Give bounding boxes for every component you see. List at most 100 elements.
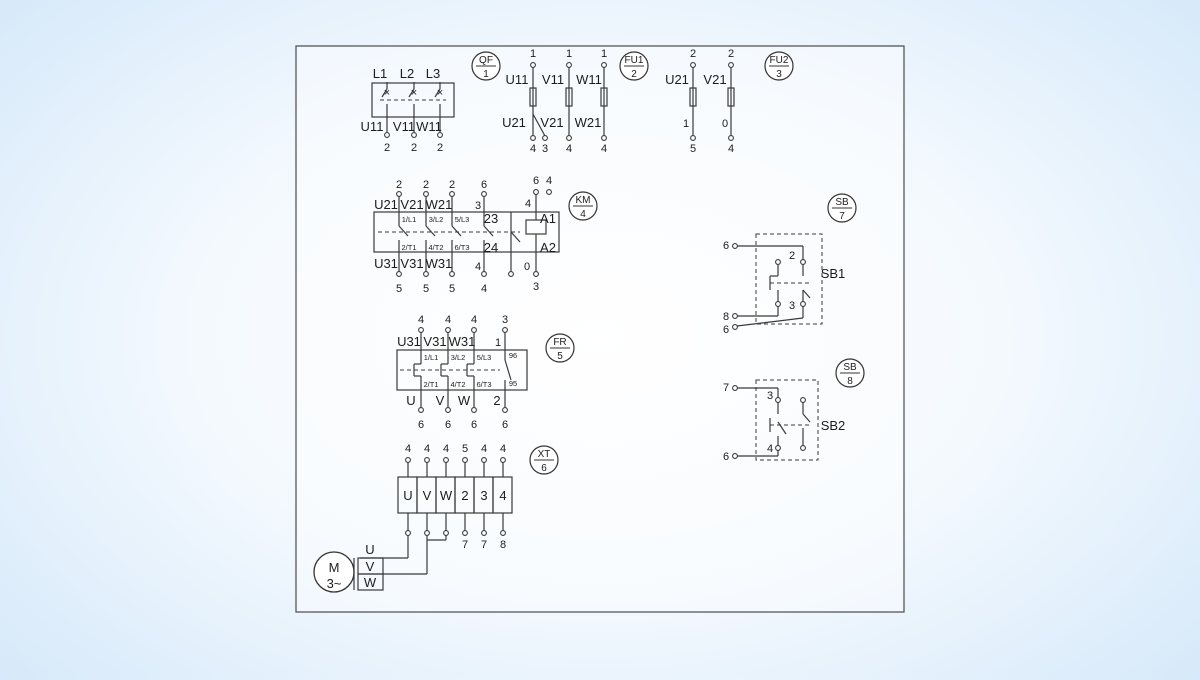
motor-phase-type: 3~	[327, 576, 342, 591]
svg-text:×: ×	[437, 87, 443, 99]
km-input-label: W21	[426, 197, 453, 212]
svg-text:×: ×	[411, 87, 417, 99]
fr-wire-number: 4	[445, 314, 451, 326]
km-coil-a2: A2	[540, 240, 556, 255]
sb2-name: SB2	[821, 418, 846, 433]
fu1-wire-number: 1	[601, 48, 607, 60]
fr-wire-number: 6	[418, 419, 424, 431]
qf-input-label: L2	[400, 66, 414, 81]
km-wire-number: 6	[533, 175, 539, 187]
qf-wire-number: 2	[411, 142, 417, 154]
fr-nc-bottom: 95	[509, 379, 517, 388]
fu2-wire-number: 5	[690, 143, 696, 155]
fu1-input-label: U11	[506, 72, 529, 87]
fr-wire-number: 3	[502, 314, 508, 326]
km-pin-label: 2/T1	[401, 243, 416, 252]
sb1-tag-label: SB	[835, 197, 849, 208]
km-wire-number: 5	[449, 283, 455, 295]
fr-output-label: U	[406, 393, 415, 408]
motor-label: M	[329, 560, 340, 575]
fr-aux-out-number: 2	[493, 393, 500, 408]
motor-m: M 3~ U V W	[313, 542, 384, 593]
km-wire-number: 2	[396, 179, 402, 191]
fu2-input-label: U21	[665, 72, 689, 87]
qf-output-label: U11	[361, 119, 384, 134]
km-aux-bottom: 24	[484, 240, 498, 255]
fu2-output-label: 0	[722, 118, 728, 130]
xt-wire-number: 7	[481, 539, 487, 551]
km-tag-number: 4	[580, 209, 586, 220]
fr-pin-label: 2/T1	[423, 380, 438, 389]
km-output-label: U31	[374, 256, 398, 271]
km-output-label: V31	[400, 256, 423, 271]
fu2-tag-label: FU2	[770, 55, 789, 66]
sb2-tag-number: 8	[847, 376, 853, 387]
fr-pin-label: 6/T3	[476, 380, 491, 389]
qf-input-label: L1	[373, 66, 387, 81]
fu1-wire-number: 1	[530, 48, 536, 60]
fu1-wire-number: 1	[566, 48, 572, 60]
sb1-name: SB1	[821, 266, 846, 281]
fr-wire-number: 4	[471, 314, 477, 326]
km-wire-number: 6	[481, 179, 487, 191]
xt-wire-number: 8	[500, 539, 506, 551]
fu2-output-label: 1	[683, 118, 689, 130]
contactor-km: KM 4 2 2 2 6 6 4 U21 V21 W21 3 1/L1 3/L2…	[373, 175, 598, 295]
xt-cell-label: 2	[461, 488, 468, 503]
xt-tag-label: XT	[538, 449, 551, 460]
km-wire-number: 5	[396, 283, 402, 295]
km-tag: KM 4	[568, 191, 598, 221]
km-coil-in-number: 4	[525, 198, 531, 210]
xt-wire-number: 7	[462, 539, 468, 551]
panel-frame	[295, 45, 905, 613]
qf-output-label: V11	[393, 119, 415, 134]
sb2-wire-number: 6	[723, 451, 729, 463]
km-pin-label: 3/L2	[429, 215, 444, 224]
sb1-wire-number: 6	[723, 240, 729, 252]
xt-wire-number: 4	[424, 443, 430, 455]
fr-pin-label: 5/L3	[477, 353, 492, 362]
km-input-label: V21	[400, 197, 423, 212]
fu2-tag: FU2 3	[764, 51, 794, 81]
xt-cell-label: V	[423, 488, 432, 503]
pushbutton-sb2: SB 8 7 3 4 SB2 6	[723, 358, 865, 463]
qf-wire-number: 2	[437, 142, 443, 154]
svg-text:×: ×	[384, 87, 390, 99]
km-tag-label: KM	[576, 195, 591, 206]
fr-wire-number: 6	[502, 419, 508, 431]
km-pin-label: 4/T2	[428, 243, 443, 252]
fu1-wire-number: 3	[542, 143, 548, 155]
fr-tag: FR 5	[545, 333, 575, 363]
km-coil-a1: A1	[540, 211, 556, 226]
fr-output-label: W	[458, 393, 471, 408]
qf-tag-number: 1	[483, 69, 489, 80]
km-coil-out-number: 0	[524, 261, 530, 273]
xt-cell-label: 4	[499, 488, 506, 503]
sb1-inner-number: 3	[789, 300, 795, 312]
km-aux-out-number: 4	[475, 261, 481, 273]
sb2-tag: SB 8	[835, 358, 865, 388]
km-output-label: W31	[426, 256, 453, 271]
xt-wire-number: 4	[443, 443, 449, 455]
fu1-wire-number: 4	[530, 143, 536, 155]
sb2-inner-number: 3	[767, 390, 773, 402]
fr-pin-label: 4/T2	[450, 380, 465, 389]
motor-phase-label: W	[364, 575, 377, 590]
km-aux-in-number: 3	[475, 200, 481, 212]
km-pin-label: 5/L3	[455, 215, 470, 224]
fr-input-label: U31	[397, 334, 421, 349]
km-input-label: U21	[374, 197, 398, 212]
sb1-wire-number: 8	[723, 311, 729, 323]
xt-wire-number: 4	[481, 443, 487, 455]
km-aux-top: 23	[484, 211, 498, 226]
fu2-tag-number: 3	[776, 69, 782, 80]
km-wire-number: 2	[423, 179, 429, 191]
fu2-wire-number: 4	[728, 143, 734, 155]
xt-tag: XT 6	[529, 445, 559, 475]
fr-input-label: V31	[423, 334, 446, 349]
qf-output-label: W11	[416, 119, 442, 134]
fu1-tag-number: 2	[631, 69, 637, 80]
xt-wire-number: 5	[462, 443, 468, 455]
breaker-qf: QF 1 L1 L2 L3 × × × U11 V11 W11 2 2 2	[361, 51, 501, 154]
